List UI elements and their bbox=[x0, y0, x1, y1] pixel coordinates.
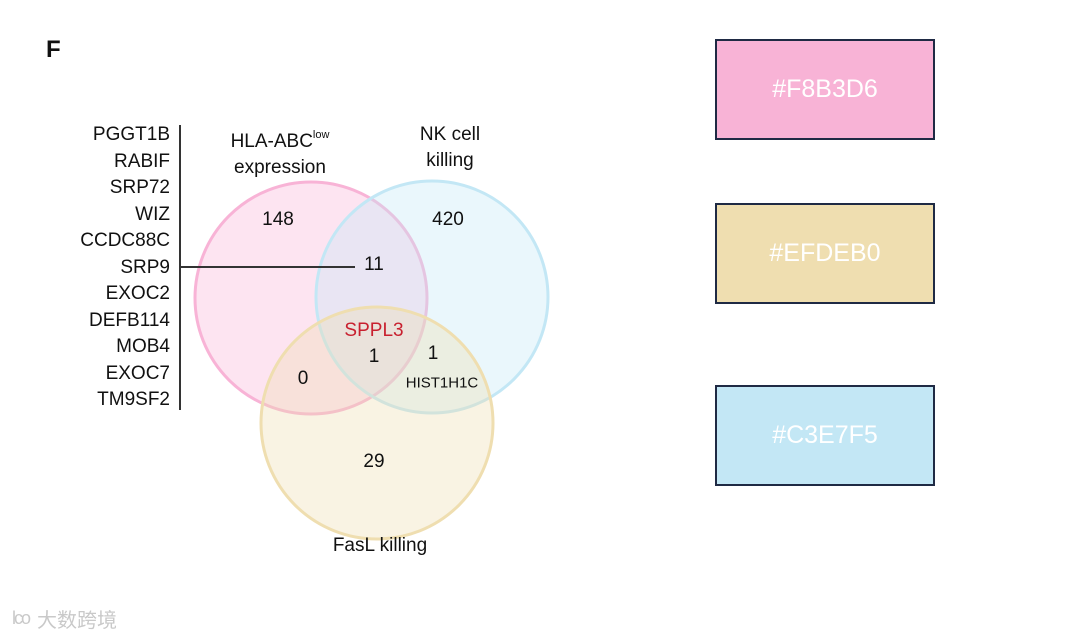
swatch-label: #C3E7F5 bbox=[772, 421, 878, 449]
gene-list-pointer-line bbox=[181, 266, 355, 268]
count-fasl-only: 29 bbox=[363, 451, 385, 472]
venn-circle-fasl bbox=[259, 305, 495, 541]
set-label-nk: NK cell killing bbox=[419, 124, 481, 171]
count-hla-fasl: 0 bbox=[297, 368, 309, 389]
watermark: lco 大数跨境 bbox=[12, 604, 117, 633]
gene-list-item: EXOC7 bbox=[105, 362, 170, 384]
set-label-fasl: FasL killing bbox=[332, 535, 428, 556]
gene-list-item: SRP72 bbox=[109, 177, 170, 198]
gene-list-item: CCDC88C bbox=[80, 230, 170, 251]
gene-list-item: WIZ bbox=[135, 203, 170, 225]
color-swatch-beige: #EFDEB0 bbox=[715, 203, 935, 304]
count-hla-nk: 11 bbox=[364, 254, 384, 275]
gene-list-item: MOB4 bbox=[116, 336, 170, 357]
gene-list-item: DEFB114 bbox=[89, 309, 170, 331]
gene-label-all-three: SPPL3 bbox=[344, 320, 404, 341]
gene-label-nk-fasl: HIST1H1C bbox=[405, 374, 479, 392]
venn-circle-hla bbox=[193, 180, 429, 416]
swatch-label: #F8B3D6 bbox=[772, 75, 878, 103]
gene-list-item: EXOC2 bbox=[105, 283, 170, 304]
count-nk-only: 420 bbox=[432, 209, 464, 230]
swatch-label: #EFDEB0 bbox=[769, 239, 881, 267]
set-label-hla: HLA-ABClow expression bbox=[230, 129, 330, 178]
gene-list-item: TM9SF2 bbox=[97, 389, 170, 410]
gene-list-bracket bbox=[179, 125, 181, 410]
count-all-three: 1 bbox=[368, 346, 380, 367]
watermark-text: 大数跨境 bbox=[37, 610, 118, 632]
watermark-logo-icon: lco bbox=[12, 608, 31, 628]
gene-list-item: SRP9 bbox=[120, 256, 170, 278]
gene-list-item: PGGT1B bbox=[92, 124, 170, 145]
panel-letter: F bbox=[46, 36, 61, 63]
count-hla-only: 148 bbox=[262, 209, 294, 230]
color-swatch-blue: #C3E7F5 bbox=[715, 385, 935, 486]
gene-list: PGGT1B RABIF SRP72 WIZ CCDC88C SRP9 EXOC… bbox=[40, 122, 170, 414]
count-nk-fasl: 1 bbox=[427, 343, 439, 364]
venn-circle-nk bbox=[314, 179, 550, 415]
color-swatch-pink: #F8B3D6 bbox=[715, 39, 935, 140]
gene-list-item: RABIF bbox=[114, 150, 170, 172]
